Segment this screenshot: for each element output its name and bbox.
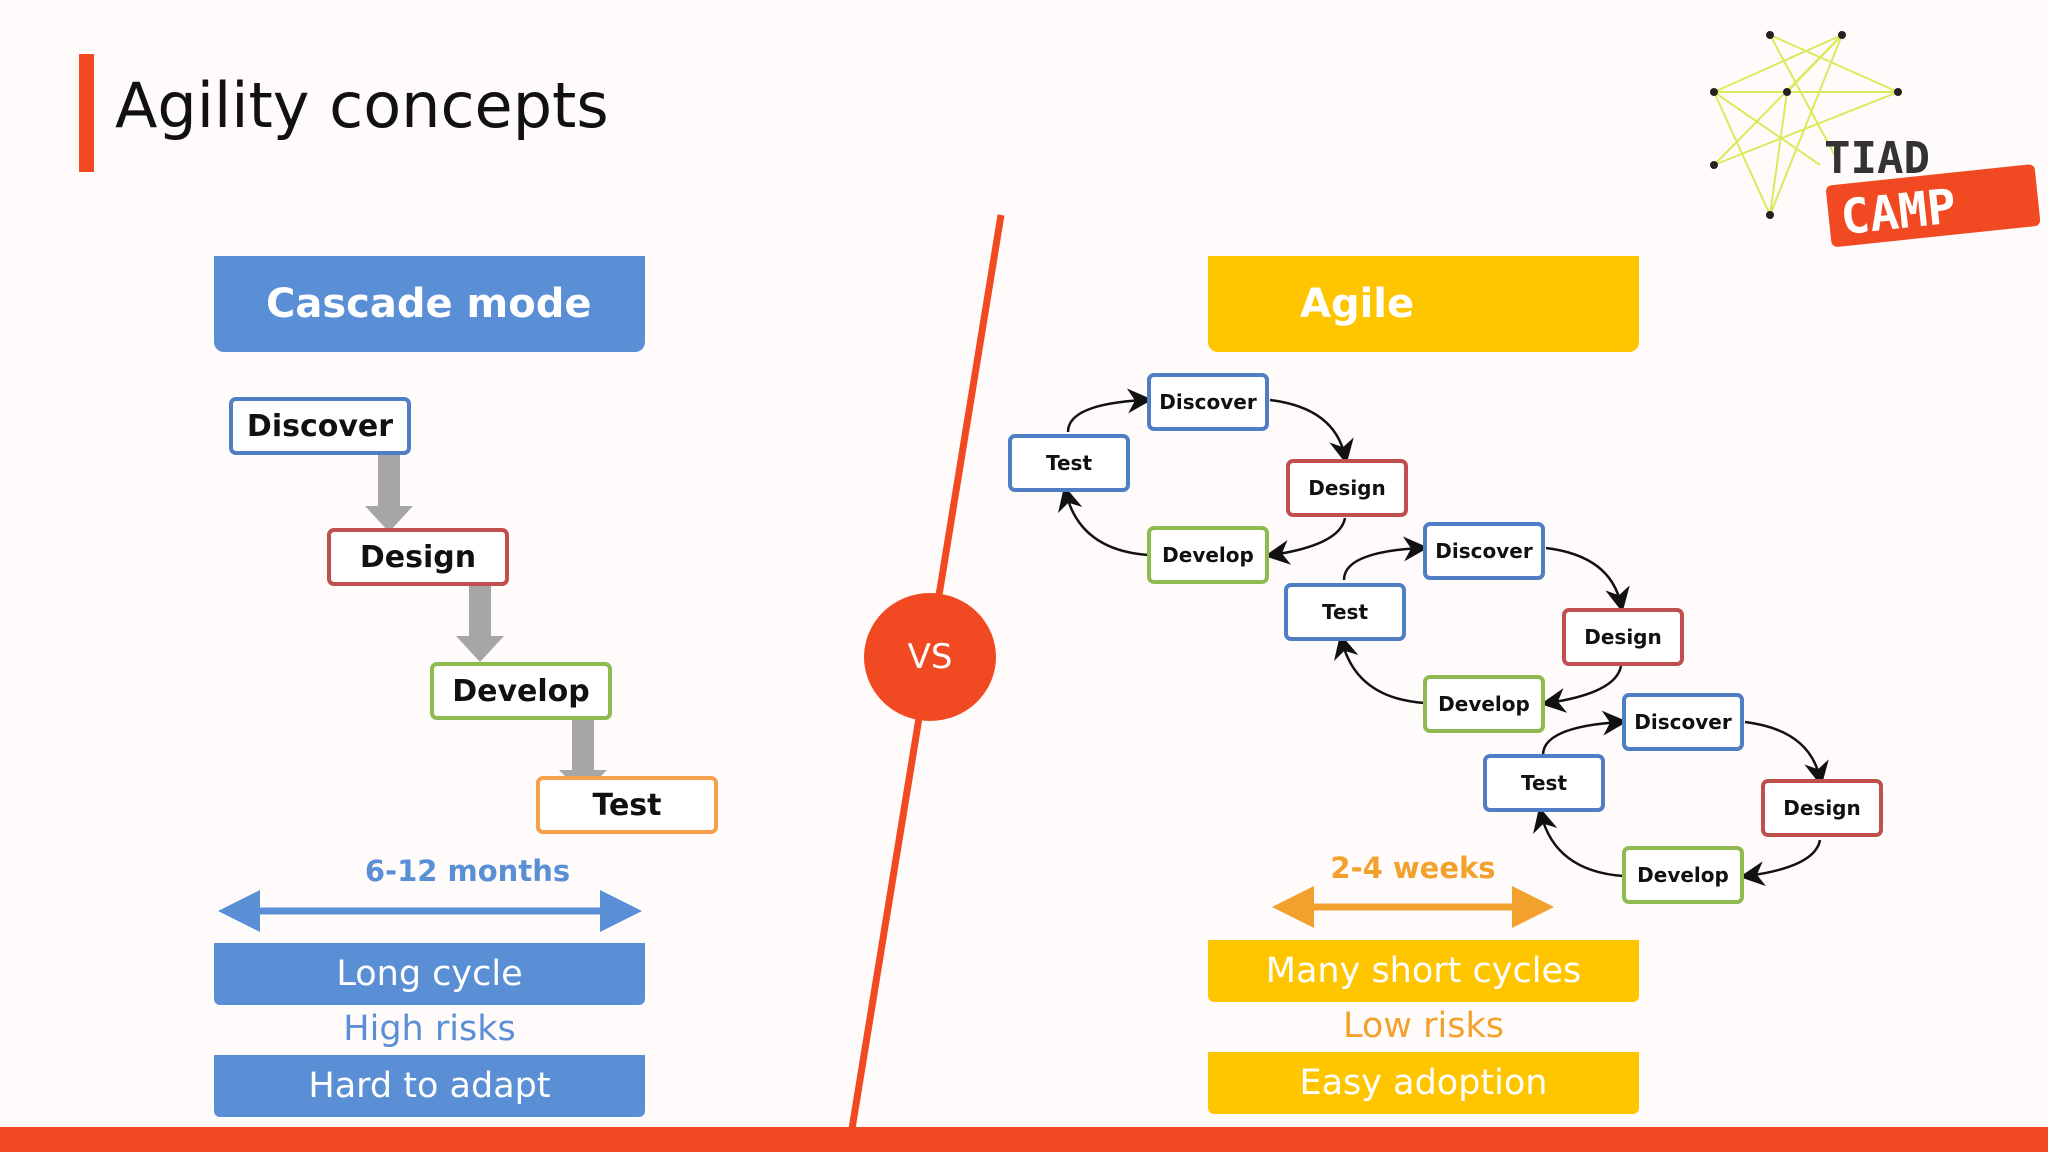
cascade-step-test: Test [536, 776, 718, 834]
cascade-trait-hard-to-adapt: Hard to adapt [214, 1055, 645, 1117]
agile-cycle1-discover: Discover [1147, 373, 1269, 431]
agile-cycle2-develop: Develop [1423, 675, 1545, 733]
agile-duration-arrow [1272, 886, 1554, 928]
agile-duration-label: 2-4 weeks [1330, 851, 1496, 885]
logo-camp-text: CAMP [1838, 178, 1959, 246]
tiad-camp-logo: TIAD CAMP [1710, 31, 2040, 247]
agile-cycle1-develop: Develop [1147, 526, 1269, 584]
cascade-duration-label: 6-12 months [364, 854, 571, 888]
agile-cycle2-discover: Discover [1423, 522, 1545, 580]
agile-cycle3-test: Test [1483, 754, 1605, 812]
agile-cycle1-design: Design [1286, 459, 1408, 517]
cascade-trait-high-risks: High risks [343, 1009, 516, 1049]
page-title: Agility concepts [115, 69, 609, 142]
cascade-trait-long-cycle: Long cycle [214, 943, 645, 1005]
agile-header: Agile [1208, 256, 1639, 352]
cascade-step-discover: Discover [229, 397, 411, 455]
agile-trait-low-risks: Low risks [1343, 1006, 1504, 1046]
agile-cycle2-design: Design [1562, 608, 1684, 666]
agile-trait-easy-adoption: Easy adoption [1208, 1052, 1639, 1114]
cascade-step-design: Design [327, 528, 509, 586]
agile-cycle3-develop: Develop [1622, 846, 1744, 904]
agile-cycle1-test: Test [1008, 434, 1130, 492]
agile-trait-many-short-cycles: Many short cycles [1208, 940, 1639, 1002]
agile-cycle3-discover: Discover [1622, 693, 1744, 751]
agile-cycle3-design: Design [1761, 779, 1883, 837]
cascade-duration-arrow [218, 890, 642, 932]
vs-badge: VS [864, 593, 996, 721]
agile-cycle2-test: Test [1284, 583, 1406, 641]
footer-accent-bar [0, 1127, 2048, 1152]
title-accent-bar [79, 54, 94, 172]
logo-tiad-text: TIAD [1824, 133, 1930, 184]
cascade-step-develop: Develop [430, 662, 612, 720]
cascade-header: Cascade mode [214, 256, 645, 352]
